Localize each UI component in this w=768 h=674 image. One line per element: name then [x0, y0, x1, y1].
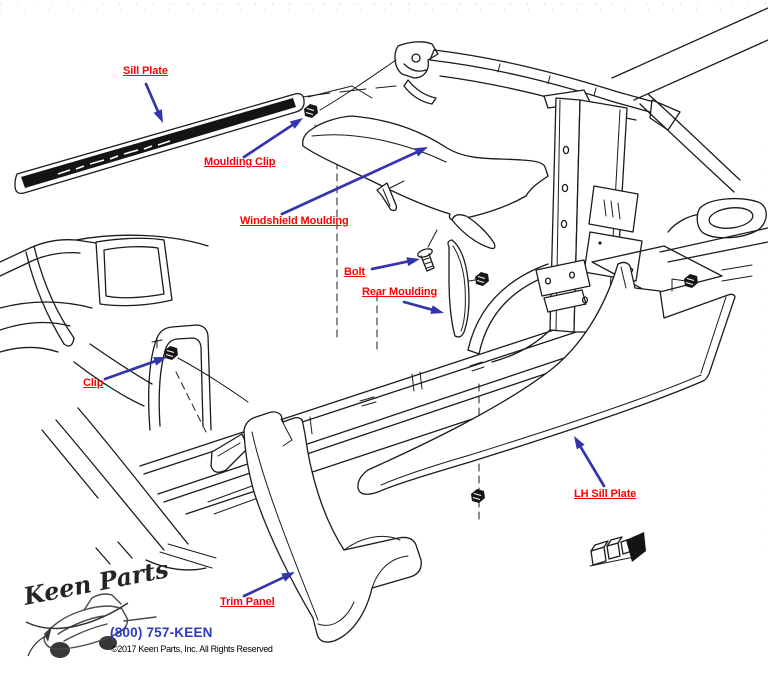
callout-arrows — [103, 82, 606, 598]
label-moulding-clip[interactable]: Moulding Clip — [204, 156, 276, 168]
callout-arrow-moulding-clip — [242, 118, 303, 159]
door-mirror — [659, 197, 768, 263]
sill-plate-part — [14, 92, 305, 195]
callout-arrow-trim-panel — [242, 572, 295, 598]
label-rear-moulding[interactable]: Rear Moulding — [362, 286, 438, 298]
callout-arrow-clip — [103, 357, 167, 381]
callout-arrow-rear-moulding — [402, 300, 444, 314]
lh-sill-plate-part — [357, 261, 736, 504]
windshield-header — [319, 7, 768, 193]
callout-arrow-sill-plate — [144, 82, 163, 123]
phone-number: (800) 757-KEEN — [110, 625, 213, 640]
scan-noise — [0, 2, 768, 560]
clip-part — [151, 337, 249, 403]
callout-arrow-bolt — [370, 257, 420, 271]
label-sill-plate[interactable]: Sill Plate — [123, 65, 168, 77]
cowl-body-structure — [0, 234, 212, 571]
label-bolt[interactable]: Bolt — [344, 266, 365, 278]
rear-moulding-part — [447, 239, 490, 338]
label-trim-panel[interactable]: Trim Panel — [220, 596, 275, 608]
label-lh-sill-plate[interactable]: LH Sill Plate — [574, 488, 637, 500]
callout-arrow-lh-sill-plate — [574, 436, 606, 488]
label-clip[interactable]: Clip — [83, 377, 104, 389]
copyright-text: ©2017 Keen Parts, Inc. All Rights Reserv… — [111, 644, 273, 654]
callout-arrow-windshield-moulding — [280, 147, 428, 216]
label-windshield-moulding[interactable]: Windshield Moulding — [240, 215, 349, 227]
trim-panel-part — [210, 411, 422, 643]
corvette-sketch — [25, 593, 157, 658]
bolt-part — [417, 229, 438, 272]
retainer-part — [589, 532, 646, 567]
windshield-moulding-part — [302, 115, 549, 250]
